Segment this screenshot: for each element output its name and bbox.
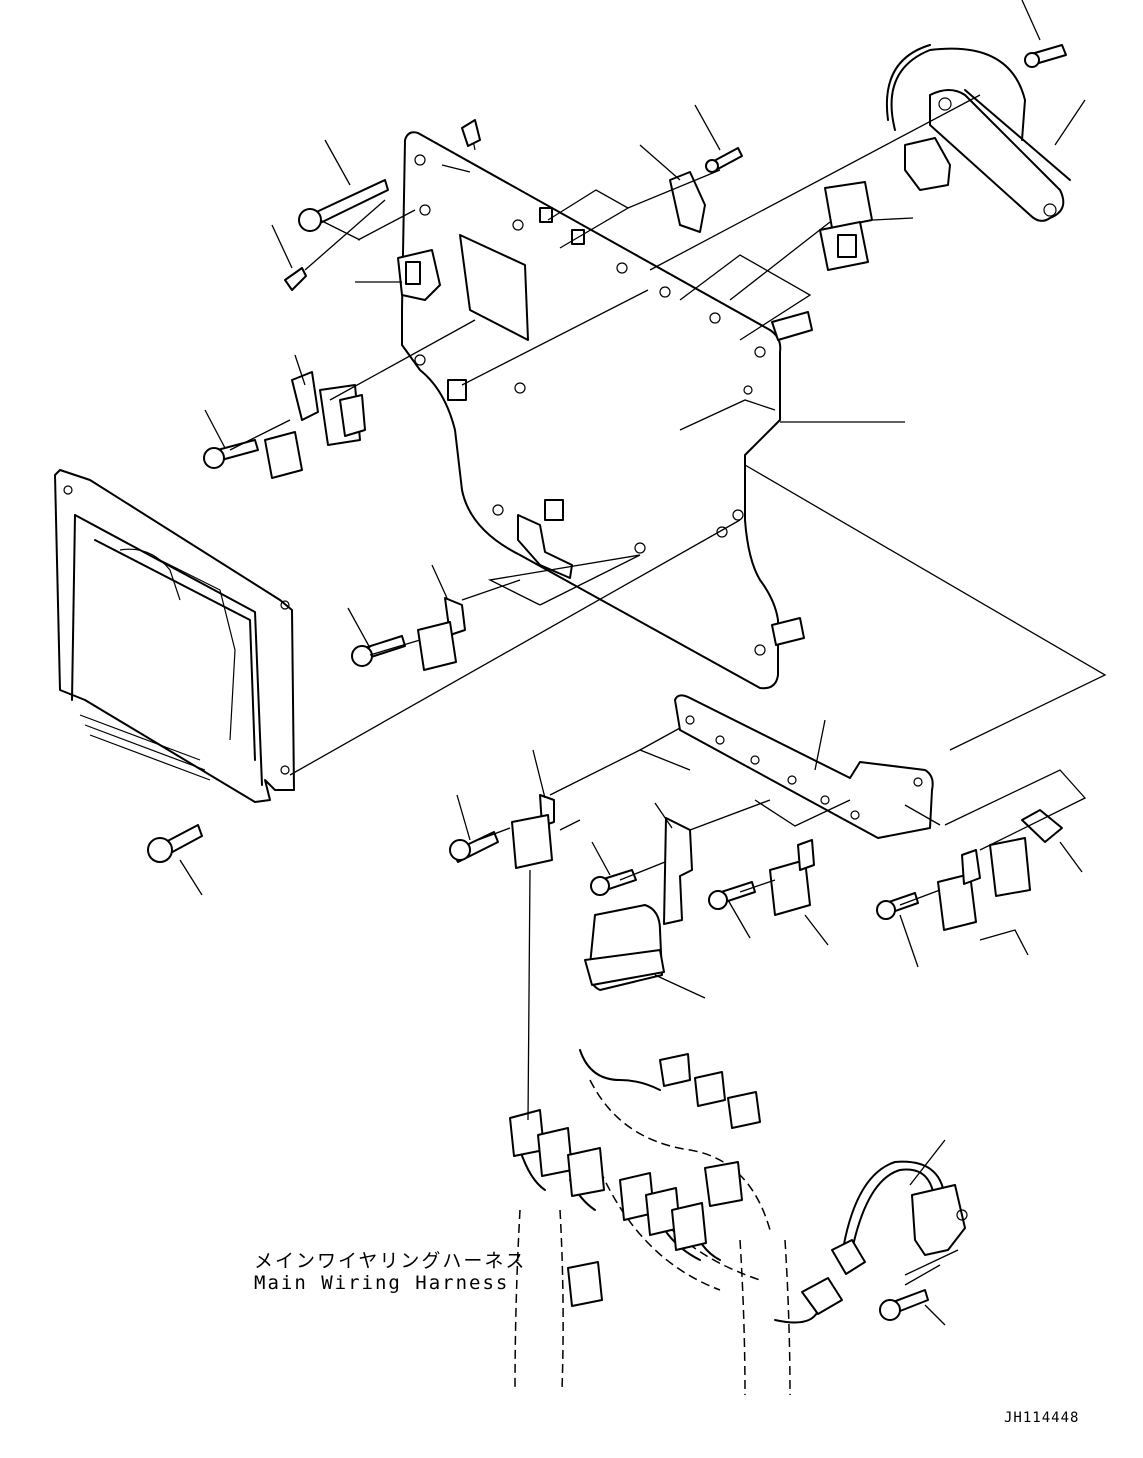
ecu-mounting-bolt [147,824,203,863]
handle-bracket [886,44,1071,222]
controller-unit [54,469,295,803]
harness-label-japanese: メインワイヤリングハーネス [254,1250,527,1272]
leader-lines [179,0,1086,1326]
sub-harness-cable [831,1160,968,1321]
main-wiring-harness [509,1049,843,1396]
harness-label-english: Main Wiring Harness [254,1272,510,1294]
upper-fasteners [284,147,873,301]
main-mounting-plate [401,119,813,690]
assembly-lines [229,94,1107,1286]
left-relay-group [203,371,366,479]
lower-relay-group [449,794,1063,991]
lower-bracket [674,694,934,839]
mid-relay-group [351,597,466,671]
drawing-number: JH114448 [1004,1410,1080,1426]
